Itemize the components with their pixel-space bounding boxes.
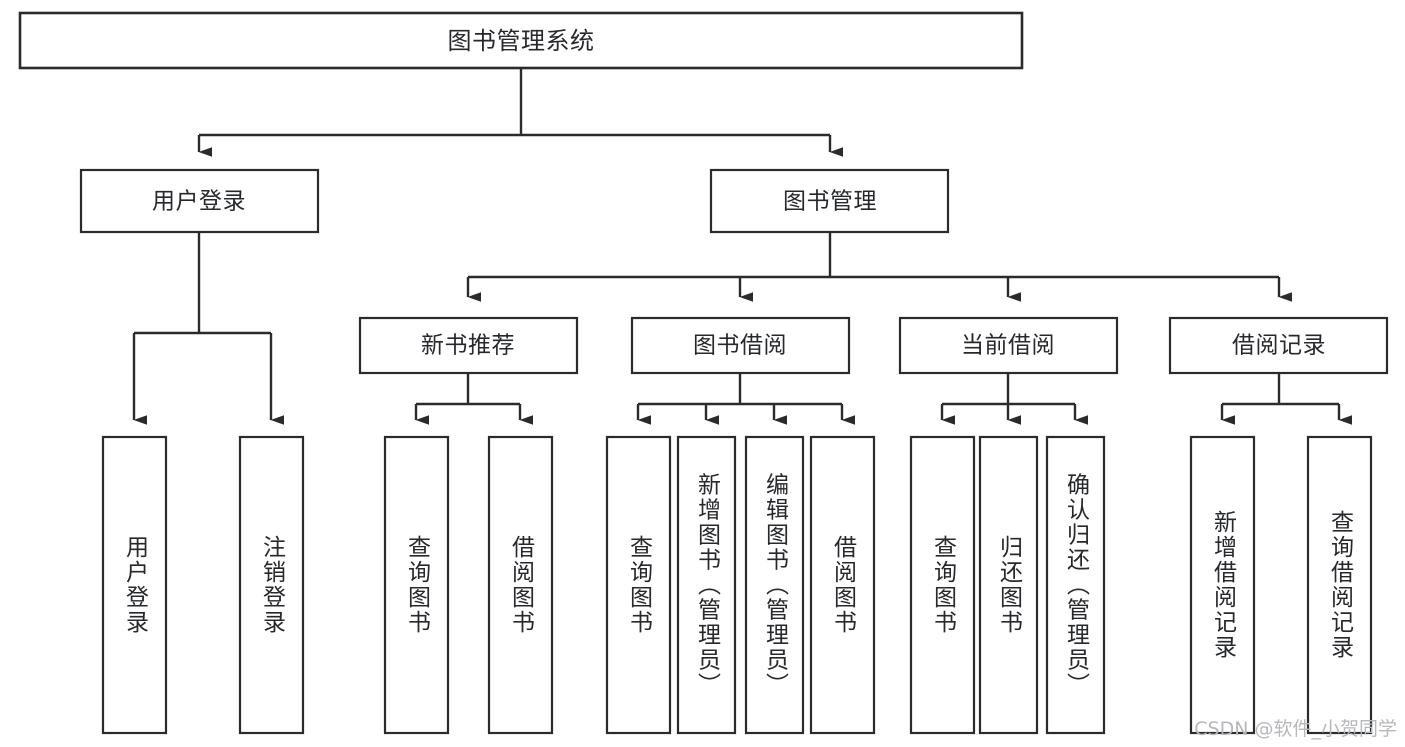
node-leaf-rec-add-record[interactable]: 新增借阅记录 xyxy=(1189,435,1256,735)
node-leaf-rec-query-record-box xyxy=(1306,435,1373,735)
node-leaf-borrow-edit-book-box xyxy=(744,435,805,735)
node-current-borrow-box xyxy=(898,316,1119,375)
node-leaf-borrow-query-book-box xyxy=(605,435,672,735)
node-leaf-user-logout[interactable]: 注销登录 xyxy=(238,435,305,735)
connector-current-borrow-to-leaves xyxy=(940,373,1089,425)
node-leaf-borrow-add-book-box xyxy=(676,435,737,735)
node-new-book-recommend-label: 新书推荐 xyxy=(421,333,515,359)
node-leaf-borrow-query-book-label: 查询图书 xyxy=(626,535,654,635)
node-borrow-record-box xyxy=(1168,316,1389,375)
node-book-borrow[interactable]: 图书借阅 xyxy=(630,316,851,375)
node-borrow-record-label: 借阅记录 xyxy=(1232,333,1326,359)
connector-user-login-to-leaves xyxy=(132,232,285,425)
node-leaf-rec-query-book[interactable]: 查询图书 xyxy=(383,435,450,735)
node-leaf-rec-add-record-box xyxy=(1189,435,1256,735)
node-leaf-cur-query-book-label: 查询图书 xyxy=(930,535,958,635)
node-leaf-borrow-edit-book[interactable]: 编辑图书（管理员） xyxy=(744,435,805,735)
node-leaf-rec-query-record-label: 查询借阅记录 xyxy=(1327,510,1355,660)
node-user-login-label: 用户登录 xyxy=(152,189,246,215)
node-leaf-user-logout-box xyxy=(238,435,305,735)
node-root-system-box xyxy=(18,11,1024,70)
node-leaf-rec-query-book-box xyxy=(383,435,450,735)
node-new-book-recommend-box xyxy=(358,316,579,375)
node-leaf-rec-borrow-book-box xyxy=(487,435,554,735)
node-leaf-rec-borrow-book-label: 借阅图书 xyxy=(508,535,536,635)
node-current-borrow-label: 当前借阅 xyxy=(961,333,1055,359)
node-leaf-borrow-edit-book-label: 编辑图书（管理员） xyxy=(762,473,790,698)
node-user-login-box xyxy=(79,168,320,234)
node-book-manage-box xyxy=(709,168,950,234)
node-leaf-rec-add-record-label: 新增借阅记录 xyxy=(1210,510,1238,660)
node-leaf-cur-return-book-label: 归还图书 xyxy=(996,535,1024,635)
node-book-borrow-box xyxy=(630,316,851,375)
node-leaf-user-login[interactable]: 用户登录 xyxy=(101,435,168,735)
node-leaf-borrow-borrow-book-box xyxy=(809,435,876,735)
node-leaf-borrow-query-book[interactable]: 查询图书 xyxy=(605,435,672,735)
node-book-borrow-label: 图书借阅 xyxy=(693,333,787,359)
connector-book-borrow-to-leaves xyxy=(636,373,856,425)
node-leaf-cur-return-book-box xyxy=(978,435,1039,735)
node-leaf-user-login-box xyxy=(101,435,168,735)
node-leaf-cur-confirm-return[interactable]: 确认归还（管理员） xyxy=(1045,435,1106,735)
node-leaf-user-logout-label: 注销登录 xyxy=(259,535,287,635)
node-leaf-cur-confirm-return-label: 确认归还（管理员） xyxy=(1063,473,1091,698)
connector-borrow-record-to-leaves xyxy=(1220,373,1353,425)
node-book-manage-label: 图书管理 xyxy=(783,189,877,215)
node-leaf-cur-query-book-box xyxy=(909,435,976,735)
node-borrow-record[interactable]: 借阅记录 xyxy=(1168,316,1389,375)
connector-new-book-rec-to-leaves xyxy=(414,373,534,425)
node-user-login[interactable]: 用户登录 xyxy=(79,168,320,234)
node-book-manage[interactable]: 图书管理 xyxy=(709,168,950,234)
node-leaf-cur-return-book[interactable]: 归还图书 xyxy=(978,435,1039,735)
node-leaf-rec-query-record[interactable]: 查询借阅记录 xyxy=(1306,435,1373,735)
node-leaf-borrow-borrow-book-label: 借阅图书 xyxy=(830,535,858,635)
node-leaf-rec-query-book-label: 查询图书 xyxy=(404,535,432,635)
node-new-book-recommend[interactable]: 新书推荐 xyxy=(358,316,579,375)
node-leaf-borrow-borrow-book[interactable]: 借阅图书 xyxy=(809,435,876,735)
node-leaf-cur-confirm-return-box xyxy=(1045,435,1106,735)
node-root-system[interactable]: 图书管理系统 xyxy=(18,11,1024,70)
node-leaf-borrow-add-book-label: 新增图书（管理员） xyxy=(694,473,722,698)
node-leaf-user-login-label: 用户登录 xyxy=(122,535,150,635)
node-leaf-borrow-add-book[interactable]: 新增图书（管理员） xyxy=(676,435,737,735)
node-root-system-label: 图书管理系统 xyxy=(448,27,595,55)
connector-book-manage-to-level3 xyxy=(466,232,1293,302)
connector-root-to-level2 xyxy=(197,68,844,157)
node-leaf-rec-borrow-book[interactable]: 借阅图书 xyxy=(487,435,554,735)
node-leaf-cur-query-book[interactable]: 查询图书 xyxy=(909,435,976,735)
node-current-borrow[interactable]: 当前借阅 xyxy=(898,316,1119,375)
